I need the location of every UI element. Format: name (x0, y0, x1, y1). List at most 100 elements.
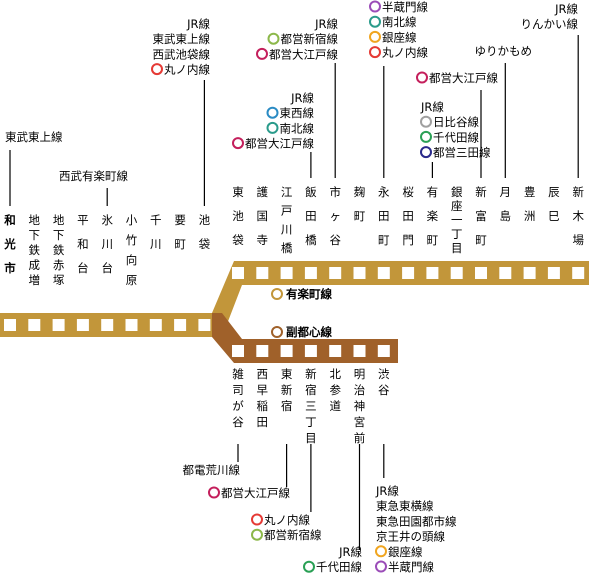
mita-icon (420, 146, 432, 159)
transfer-line-name: JR線 (290, 91, 314, 105)
station-name-text: 池袋 (199, 213, 211, 251)
station-name: 銀座一丁目 (451, 185, 463, 255)
transfer-line-name: 都営大江戸線 (429, 71, 498, 85)
station-name: 新木場 (572, 185, 584, 247)
station-name: 地下鉄成増 (29, 213, 41, 287)
fukutoshin-stop-marker (256, 345, 269, 357)
station-name: 千川 (150, 213, 162, 251)
station-name: 要町 (174, 213, 186, 251)
transfer-line-name: 都営大江戸線 (221, 486, 290, 500)
station-name-text: 新宿三丁目 (305, 367, 317, 445)
station-name-text: 飯田橋 (305, 185, 317, 247)
track-layer (0, 261, 589, 363)
yurakucho-stop-marker (499, 267, 512, 279)
station-name: 豊洲 (524, 185, 536, 223)
yurakucho-stop-marker (450, 267, 463, 279)
transfer-line-name: 都営新宿線 (281, 32, 339, 46)
station-name-text: 銀座一丁目 (451, 185, 463, 255)
station-name-text: 月島 (500, 185, 512, 223)
marunouchi-icon (369, 46, 381, 59)
station-name-text: 護国寺 (257, 185, 269, 247)
yurakucho-stop-marker (523, 267, 536, 279)
yurakucho-stop-marker (475, 267, 487, 279)
transfer-line-name: 丸ノ内線 (164, 63, 210, 77)
shared-stop-marker (174, 319, 187, 331)
yurakucho-stop-marker (402, 267, 415, 279)
transfer-line-name: 東急田園都市線 (376, 514, 457, 528)
yurakucho-stop-marker (280, 267, 293, 279)
marunouchi-icon (251, 513, 263, 526)
transfer-line-name: 日比谷線 (433, 115, 479, 129)
transfer-line-name: 銀座線 (382, 30, 417, 44)
transfer-line-name: 銀座線 (388, 545, 423, 559)
ginza-icon (375, 545, 387, 558)
yurakucho-track (212, 261, 589, 337)
shared-stop-marker (4, 319, 16, 331)
station-name: 地下鉄赤塚 (53, 213, 65, 287)
station-name: 桜田門 (402, 185, 414, 247)
transfer-line-name: 丸ノ内線 (382, 46, 428, 60)
station-name-text: 地下鉄成増 (29, 213, 41, 287)
hanzomon-icon (375, 560, 387, 573)
transfer-line-name: 半蔵門線 (382, 0, 428, 14)
transfer-line-name: 京王井の頭線 (376, 530, 445, 544)
station-name-text: 西早稲田 (257, 367, 269, 429)
shared-stop-marker (149, 319, 162, 331)
transfer-line-name: 西武有楽町線 (59, 169, 128, 183)
station-name: 月島 (500, 185, 512, 223)
shared-stop-marker (125, 319, 138, 331)
transfer-line-name: 東武東上線 (5, 130, 63, 144)
transfer-line-name: 都営大江戸線 (245, 137, 314, 151)
oedo-icon (232, 137, 244, 150)
oedo-icon (208, 486, 220, 499)
hibiya-icon (420, 115, 432, 128)
station-name: 護国寺 (257, 185, 269, 247)
station-name-text: 永田町 (378, 185, 390, 247)
station-name-text: 麹町 (354, 185, 366, 223)
fukutoshin-stop-marker (377, 345, 390, 357)
label-layer: 有楽町線副都心線和光市地下鉄成増地下鉄赤塚平和台氷川台小竹向原千川要町池袋東池袋… (3, 0, 584, 574)
station-name: 新宿三丁目 (305, 367, 317, 445)
yurakucho-stop-marker (426, 267, 439, 279)
shinjuku-icon (267, 32, 280, 45)
transfer-line-name: JR線 (375, 484, 399, 498)
yurakucho-stop-marker (304, 267, 317, 279)
station-name-text: 豊洲 (524, 185, 536, 223)
chiyoda-icon (420, 130, 432, 143)
station-name-text: 東池袋 (232, 185, 244, 247)
station-name-text: 小竹向原 (126, 213, 138, 287)
transfer-line-name: ゆりかもめ (475, 44, 533, 58)
transfer-line-name: 東急東横線 (376, 499, 434, 513)
transfer-line-name: JR線 (338, 545, 362, 559)
station-name: 渋谷 (378, 367, 390, 397)
station-name: 江戸川橋 (281, 185, 293, 255)
station-name-text: 東新宿 (281, 367, 293, 413)
station-name-text: 氷川台 (101, 213, 113, 275)
station-name: 雑司が谷 (232, 367, 244, 429)
station-name: 有楽町 (427, 185, 439, 247)
station-name-text: 雑司が谷 (232, 367, 244, 429)
transfer-line-name: JR線 (554, 2, 578, 16)
station-name: 池袋 (199, 213, 211, 251)
tozai-icon (266, 106, 279, 119)
yurakucho-line-label: 有楽町線 (286, 287, 332, 301)
fukutoshin-stop-marker (353, 345, 366, 357)
transfer-line-name: JR線 (420, 100, 444, 114)
transfer-line-name: 都営大江戸線 (269, 47, 338, 61)
yurakucho-stop-marker (572, 267, 585, 279)
station-name-text: 和光市 (3, 213, 16, 275)
station-name: 新富町 (475, 185, 487, 247)
namboku-icon (266, 121, 279, 134)
transfer-line-name: りんかい線 (521, 17, 579, 31)
shared-stop-marker (28, 319, 41, 331)
chiyoda-icon (303, 560, 315, 573)
station-name: 永田町 (378, 185, 390, 247)
transfer-line-name: 都営新宿線 (264, 528, 322, 542)
yurakucho-stop-marker (329, 267, 342, 279)
transfer-line-name: JR線 (186, 17, 210, 31)
transfer-line-name: 千代田線 (433, 130, 479, 144)
shared-stop-marker (101, 319, 114, 331)
yurakucho-stop-marker (353, 267, 366, 279)
transfer-line-name: 丸ノ内線 (264, 513, 310, 527)
